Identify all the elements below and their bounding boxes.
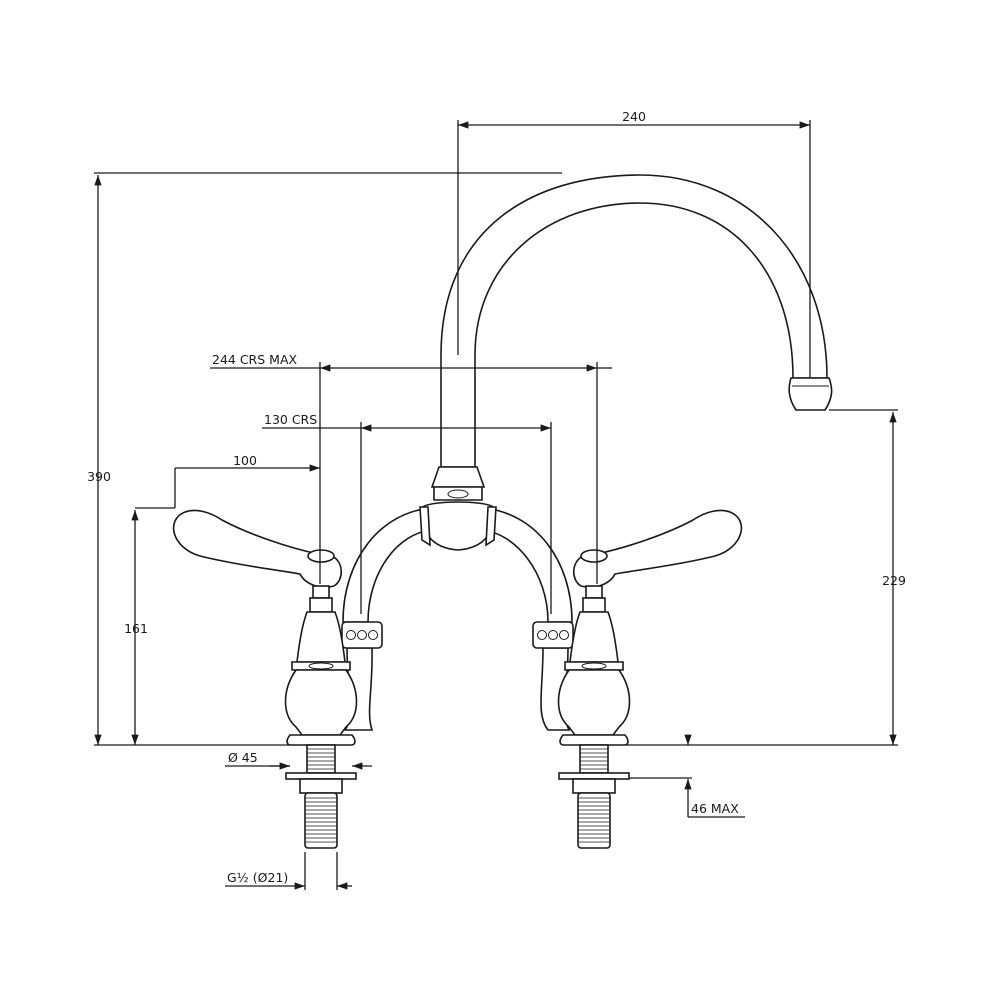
dim-label-229: 229 bbox=[882, 573, 906, 588]
dim-deck-thickness: 46 MAX bbox=[629, 734, 745, 818]
dim-spout-height: 229 bbox=[829, 409, 906, 745]
dim-label-240: 240 bbox=[622, 109, 646, 124]
union-nut-left bbox=[341, 621, 383, 649]
swan-neck-spout bbox=[440, 174, 833, 468]
union-nut-right bbox=[532, 621, 574, 649]
dimension-lines: 240 390 244 CRS MAX 130 CRS bbox=[87, 109, 906, 890]
dim-thread-size: G½ (Ø21) bbox=[225, 852, 352, 890]
dim-overall-height: 390 bbox=[87, 172, 562, 745]
dim-centres: 130 CRS bbox=[262, 412, 552, 614]
spout-nozzle bbox=[788, 377, 833, 411]
dim-label-161: 161 bbox=[124, 621, 148, 636]
dim-label-dia-45: Ø 45 bbox=[228, 750, 258, 765]
tap-assembly bbox=[172, 174, 833, 849]
spout-collar bbox=[430, 466, 486, 501]
left-lever-handle bbox=[172, 509, 343, 589]
dim-handle-height: 161 bbox=[124, 510, 148, 745]
dim-base-diameter: Ø 45 bbox=[225, 750, 372, 770]
dim-label-100: 100 bbox=[233, 453, 257, 468]
dim-label-thread: G½ (Ø21) bbox=[227, 870, 288, 885]
bridge-arch bbox=[342, 501, 573, 731]
left-valve bbox=[172, 509, 358, 849]
dim-label-46-max: 46 MAX bbox=[691, 801, 739, 816]
dim-handle-offset: 100 bbox=[135, 453, 320, 509]
dim-centres-max: 244 CRS MAX bbox=[210, 352, 612, 584]
dim-spout-reach: 240 bbox=[457, 109, 811, 378]
dim-label-390: 390 bbox=[87, 469, 111, 484]
dim-label-130-crs: 130 CRS bbox=[264, 412, 317, 427]
right-valve bbox=[557, 509, 743, 849]
dim-label-244-crs-max: 244 CRS MAX bbox=[212, 352, 297, 367]
right-lever-handle bbox=[572, 509, 743, 589]
